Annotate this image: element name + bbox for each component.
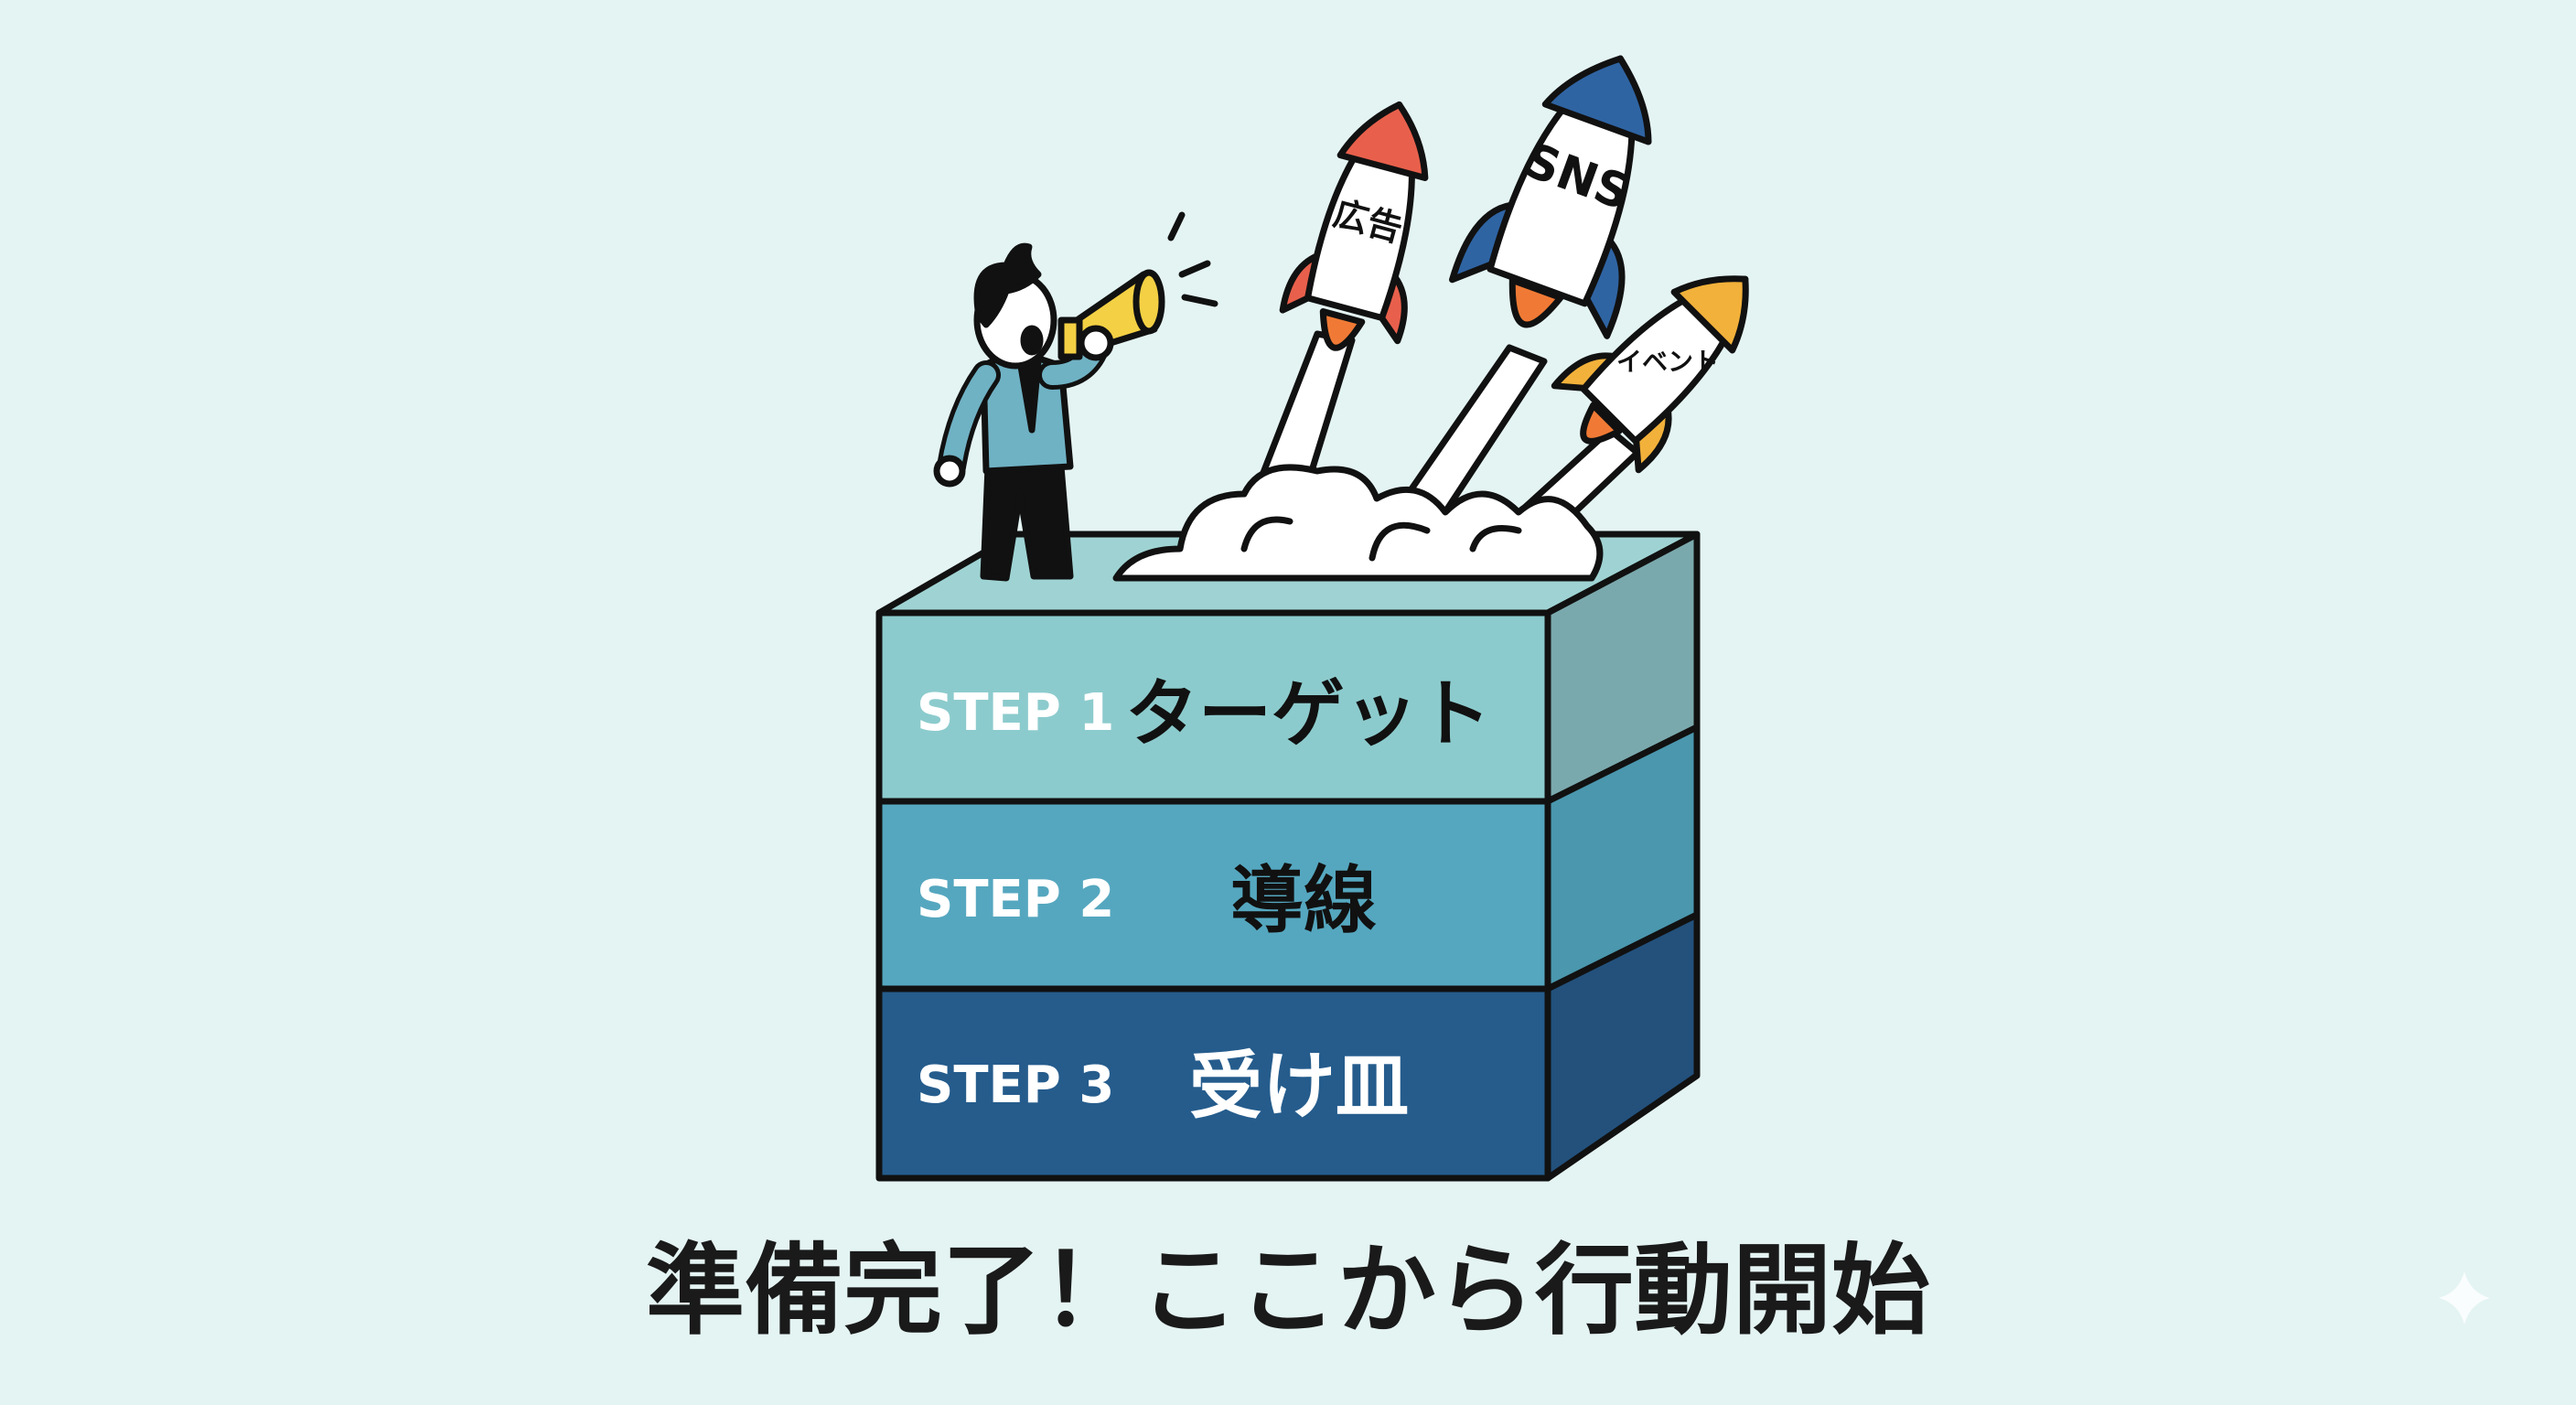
rocket-event-label: イベント xyxy=(1616,347,1719,377)
rocket-sns: SNS xyxy=(1449,55,1652,339)
sparkle-icon xyxy=(2439,1271,2490,1325)
step3-front xyxy=(875,985,1551,1182)
step3-label: STEP 3 xyxy=(917,1056,1114,1115)
step2-text: 導線 xyxy=(1230,858,1377,943)
step2-label: STEP 2 xyxy=(917,870,1114,929)
step3-text: 受け皿 xyxy=(1189,1044,1409,1129)
launch-smoke xyxy=(1112,464,1604,582)
rocket-event: イベント xyxy=(1551,275,1749,474)
step2-front xyxy=(875,798,1551,992)
step-stack xyxy=(875,531,1701,1182)
person-with-megaphone xyxy=(933,211,1218,582)
step1-text: ターゲット xyxy=(1125,671,1491,756)
rocket-ad: 広告 xyxy=(1279,101,1429,351)
step1-front xyxy=(875,609,1551,805)
step1-label: STEP 1 xyxy=(917,683,1114,743)
page-title: 準備完了！ここから行動開始 xyxy=(646,1234,1930,1348)
